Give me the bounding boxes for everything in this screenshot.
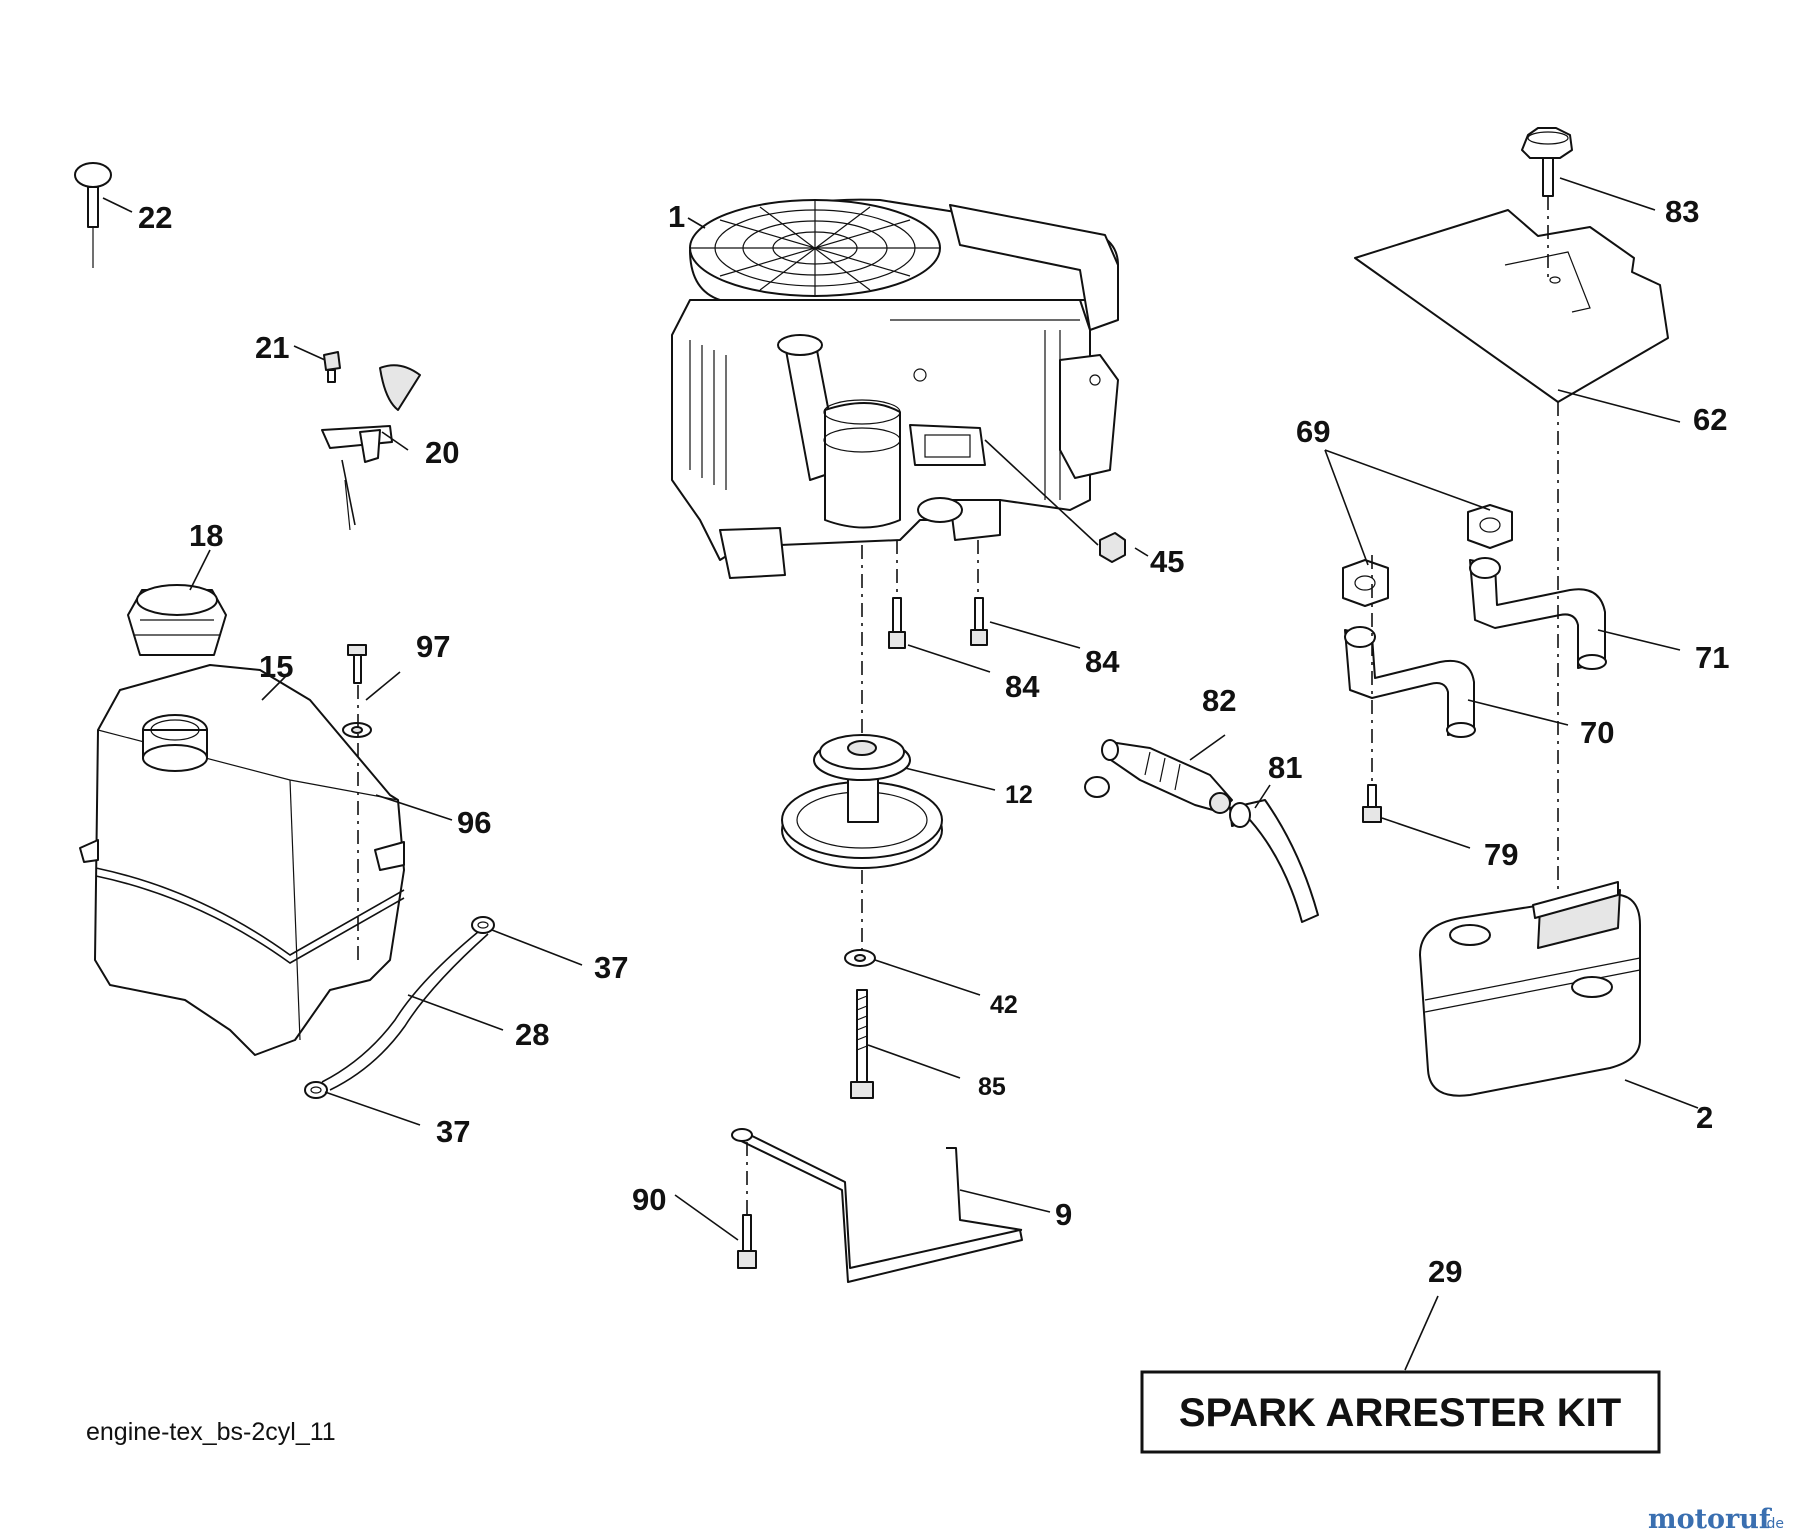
watermark-text: motoruf (1648, 1504, 1773, 1535)
kit-label: SPARK ARRESTER KIT (1179, 1391, 1621, 1435)
clamp-part-37a[interactable] (471, 916, 495, 934)
exhaust-pipe-part-71[interactable] (1469, 557, 1607, 670)
callout-37-upper: 37 (594, 950, 628, 985)
callout-71: 71 (1695, 640, 1729, 675)
exhaust-pipe-part-70[interactable] (1344, 626, 1476, 738)
callout-12: 12 (1005, 781, 1033, 809)
heat-shield-part-62[interactable] (1354, 209, 1669, 403)
callout-21: 21 (255, 330, 289, 365)
knob-part-83[interactable] (1521, 127, 1573, 197)
bolt-part-84a[interactable] (888, 597, 906, 649)
callout-90: 90 (632, 1182, 666, 1217)
muffler-part-2[interactable] (1419, 881, 1641, 1097)
callout-84-left: 84 (1005, 669, 1040, 704)
fuel-line-part-28[interactable] (321, 931, 489, 1091)
callout-29: 29 (1428, 1254, 1462, 1289)
bolt-part-90[interactable] (737, 1214, 757, 1269)
callout-70: 70 (1580, 715, 1614, 750)
hose-part-81[interactable] (1229, 799, 1319, 923)
callout-81: 81 (1268, 750, 1302, 785)
callout-85: 85 (978, 1073, 1006, 1101)
callout-22: 22 (138, 200, 172, 235)
washer-part-42[interactable] (844, 949, 876, 967)
callout-labels: 1 45 84 84 12 42 85 9 90 22 21 20 18 15 … (138, 194, 1729, 1289)
callout-28: 28 (515, 1017, 549, 1052)
washer-part-96[interactable] (342, 722, 372, 738)
callout-37-lower: 37 (436, 1114, 470, 1149)
throttle-control-part-20[interactable] (321, 364, 421, 531)
callout-20: 20 (425, 435, 459, 470)
leader-lines (102, 177, 1699, 1371)
callout-79: 79 (1484, 837, 1518, 872)
callout-45: 45 (1150, 544, 1184, 579)
pulley-part-12[interactable] (781, 734, 943, 869)
gasket-part-69a[interactable] (1467, 504, 1513, 549)
bracket-part-9[interactable] (731, 1128, 1023, 1283)
bolt-part-85[interactable] (850, 989, 874, 1099)
callout-83: 83 (1665, 194, 1699, 229)
spark-arrester-kit-box: SPARK ARRESTER KIT (1140, 1370, 1661, 1454)
screw-part-21[interactable] (323, 351, 341, 383)
callout-97: 97 (416, 629, 450, 664)
cap-part-18[interactable] (127, 584, 227, 656)
fuel-filter-part-82[interactable] (1084, 739, 1233, 814)
callout-9: 9 (1055, 1197, 1072, 1232)
alignment-lines (357, 196, 1559, 1215)
gasket-part-69b[interactable] (1342, 559, 1389, 607)
bolt-part-79[interactable] (1362, 784, 1382, 823)
callout-82: 82 (1202, 683, 1236, 718)
callout-1: 1 (668, 199, 685, 234)
bolt-part-84b[interactable] (970, 597, 988, 646)
callout-2: 2 (1696, 1100, 1713, 1135)
callout-15: 15 (259, 649, 293, 684)
callout-96: 96 (457, 805, 491, 840)
fuel-tank-part-15[interactable] (79, 664, 405, 1056)
callout-62: 62 (1693, 402, 1727, 437)
diagram-reference-code: engine-tex_bs-2cyl_11 (86, 1418, 336, 1446)
motoruf-watermark-logo: motoruf .de (1648, 1504, 1784, 1535)
knob-part-22[interactable] (74, 162, 112, 268)
engine-part-1[interactable] (671, 198, 1119, 579)
callout-69: 69 (1296, 414, 1330, 449)
nut-part-45[interactable] (1099, 532, 1126, 563)
watermark-suffix: .de (1762, 1516, 1784, 1532)
callout-84-right: 84 (1085, 644, 1120, 679)
callout-42: 42 (990, 991, 1018, 1019)
callout-18: 18 (189, 518, 223, 553)
bolt-part-97[interactable] (347, 644, 367, 684)
clamp-part-37b[interactable] (304, 1081, 328, 1099)
